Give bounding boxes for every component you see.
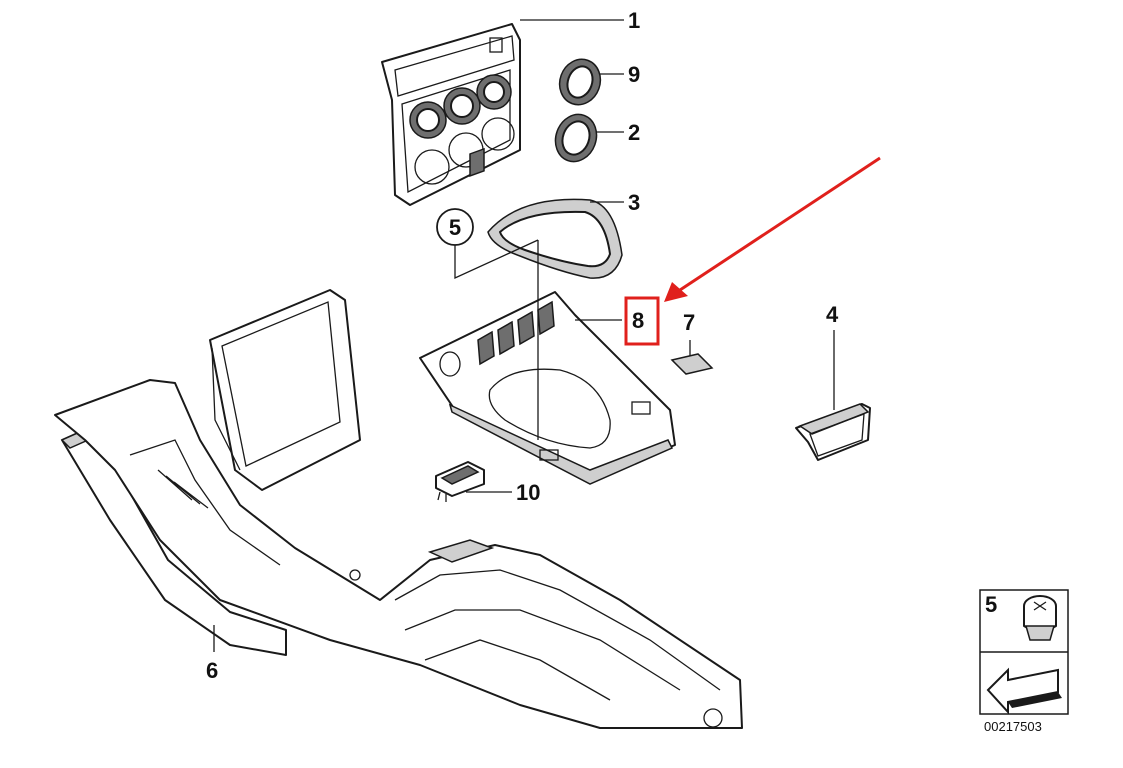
part-4-storage-tray xyxy=(795,403,871,461)
inset-panel: 5 00217503 xyxy=(979,589,1069,734)
diagram-reference-number: 00217503 xyxy=(984,719,1042,734)
part-3-shifter-bezel xyxy=(487,198,623,279)
callout-10: 10 xyxy=(516,480,540,505)
callout-labels: 1 9 2 3 8 7 4 10 6 xyxy=(206,8,839,683)
part-10-cover xyxy=(435,461,485,502)
callout-6: 6 xyxy=(206,658,218,683)
part-2-ring xyxy=(554,113,598,163)
inset-label: 5 xyxy=(985,592,997,617)
callout-5-circle: 5 xyxy=(436,208,474,246)
direction-arrow-icon xyxy=(986,667,1062,715)
callout-4: 4 xyxy=(826,302,839,327)
part-1-trim-panel xyxy=(381,23,521,206)
console-body xyxy=(54,289,743,729)
highlight-arrow xyxy=(664,156,881,302)
callout-2: 2 xyxy=(628,120,640,145)
leader-lines xyxy=(213,19,835,652)
callout-9: 9 xyxy=(628,62,640,87)
callout-3: 3 xyxy=(628,190,640,215)
part-7-clip xyxy=(670,353,714,375)
callout-5: 5 xyxy=(449,215,461,240)
switch-row xyxy=(477,300,555,366)
callout-7: 7 xyxy=(683,310,695,335)
part-9-ring xyxy=(558,58,602,106)
highlight-box xyxy=(624,296,660,346)
part-8-console-panel xyxy=(419,147,676,485)
callout-8: 8 xyxy=(632,308,644,333)
clip-fastener-icon xyxy=(1023,595,1057,641)
callout-1: 1 xyxy=(628,8,640,33)
